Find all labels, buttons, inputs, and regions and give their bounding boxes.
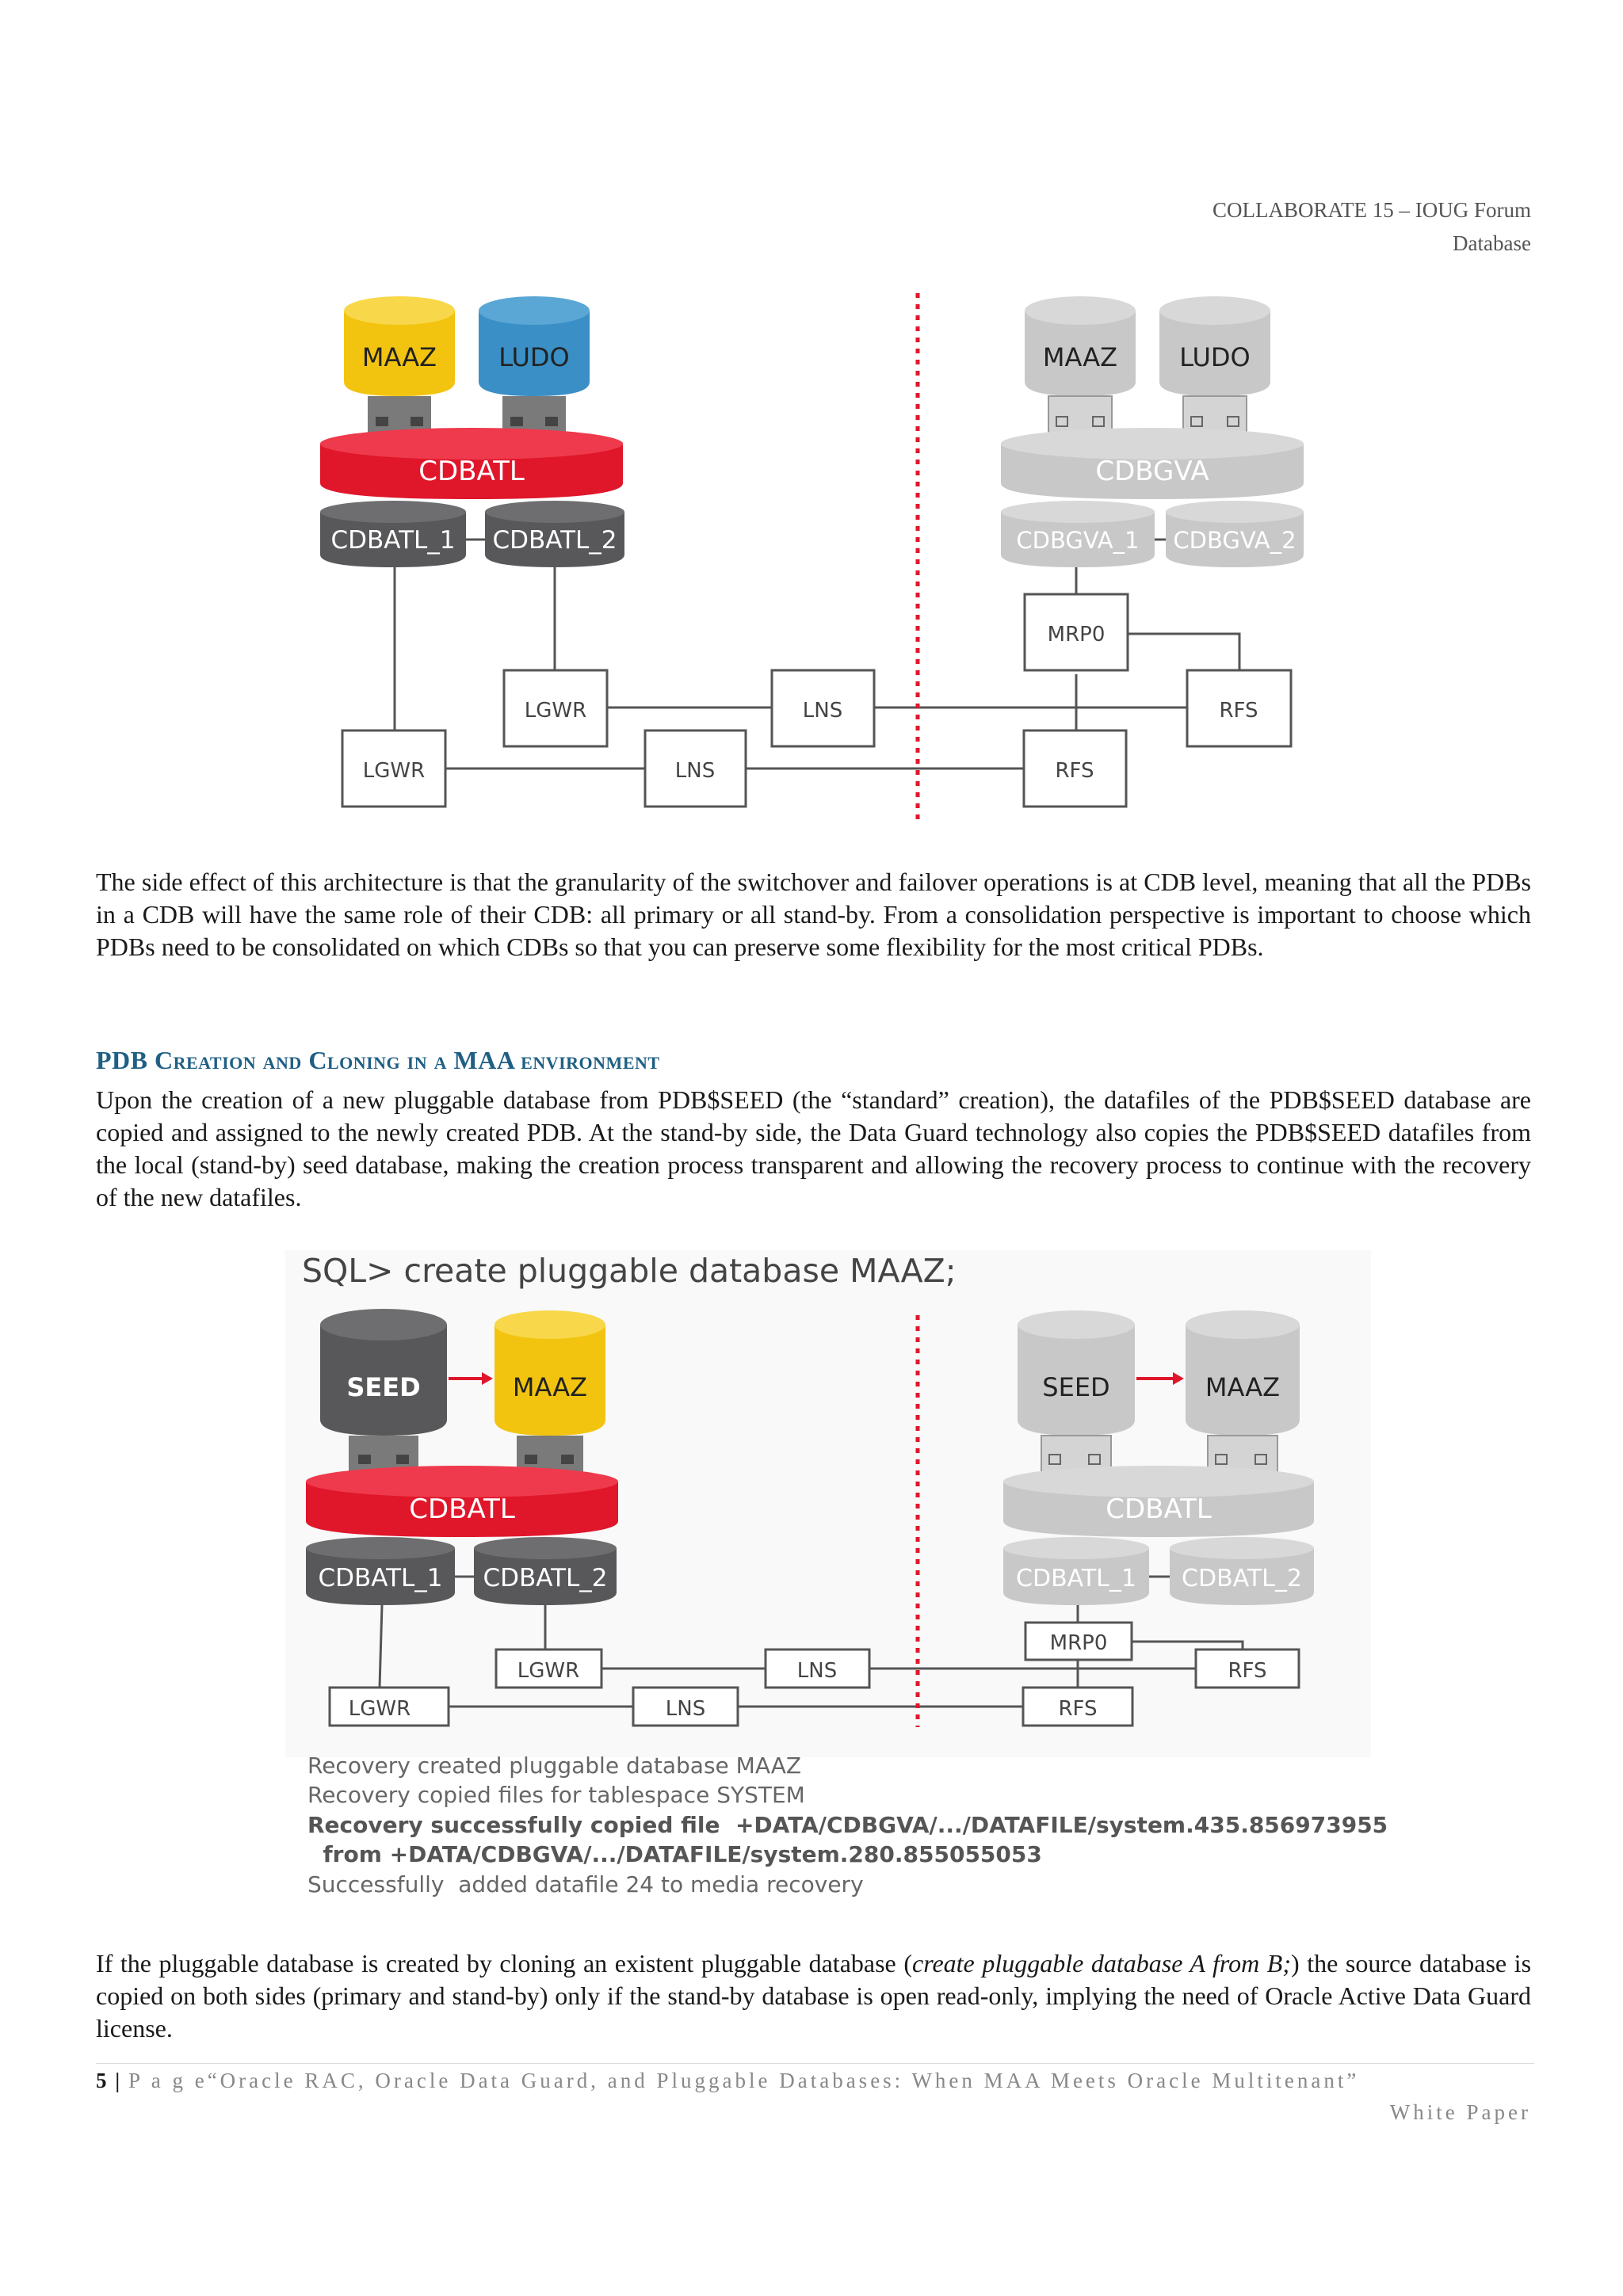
svg-text:LGWR: LGWR — [517, 1659, 579, 1683]
svg-text:MRP0: MRP0 — [1050, 1631, 1108, 1655]
process-box-lns: LNS — [643, 729, 747, 808]
pdb-cylinder-maaz: MAAZ — [495, 1310, 605, 1474]
pdb-cylinder-ludo: LUDO — [479, 296, 590, 436]
svg-text:RFS: RFS — [1055, 759, 1094, 783]
log-line: Recovery created pluggable database MAAZ — [307, 1753, 802, 1779]
log-line: Recovery copied files for tablespace SYS… — [307, 1782, 805, 1808]
pdb-cylinder-ludo-standby: LUDO — [1159, 296, 1270, 437]
cdb-cylinder-cdbatl: CDBATL — [320, 428, 623, 499]
svg-text:RFS: RFS — [1228, 1659, 1266, 1683]
svg-text:MAAZ: MAAZ — [1043, 342, 1117, 372]
log-line-bold: from +DATA/CDBGVA/.../DATAFILE/system.28… — [307, 1841, 1042, 1867]
log-line: Successfully added datafile 24 to media … — [307, 1871, 864, 1897]
svg-text:CDBATL_1: CDBATL_1 — [318, 1564, 442, 1592]
seed-cylinder: SEED — [320, 1309, 447, 1474]
svg-text:CDBATL: CDBATL — [418, 456, 525, 487]
diagram-architecture: MAAZ LUDO CDBATL CDBATL_1 CDBATL_2 — [320, 293, 1304, 819]
page-number: 5 — [96, 2069, 107, 2092]
instance-cylinder: CDBATL_2 — [1170, 1537, 1314, 1605]
pdb-cylinder-maaz: MAAZ — [344, 296, 455, 436]
process-box-lns: LNS — [770, 669, 876, 748]
process-box-rfs: RFS — [1194, 1648, 1300, 1689]
instance-cylinder: CDBATL_1 — [306, 1537, 455, 1605]
svg-text:MRP0: MRP0 — [1048, 623, 1106, 646]
svg-text:LGWR: LGWR — [363, 759, 425, 783]
instance-cylinder: CDBATL_2 — [474, 1537, 617, 1605]
paragraph-pdb-creation: Upon the creation of a new pluggable dat… — [96, 1085, 1531, 1211]
process-box-mrp0: MRP0 — [1024, 1621, 1133, 1661]
svg-text:CDBGVA_2: CDBGVA_2 — [1173, 527, 1296, 554]
svg-text:CDBATL_2: CDBATL_2 — [1182, 1565, 1302, 1592]
header-conference: COLLABORATE 15 – IOUG Forum — [1212, 198, 1531, 222]
paragraph-side-effect: The side effect of this architecture is … — [96, 868, 1531, 961]
svg-text:MAAZ: MAAZ — [1205, 1372, 1280, 1402]
cdb-cylinder-standby: CDBATL — [1003, 1466, 1314, 1537]
process-box-lns: LNS — [632, 1686, 739, 1727]
svg-text:RFS: RFS — [1219, 699, 1258, 723]
paragraph-cloning: If the pluggable database is created by … — [96, 1947, 1531, 2045]
svg-text:CDBGVA: CDBGVA — [1095, 456, 1209, 487]
sql-command: SQL> create pluggable database MAAZ; — [302, 1252, 957, 1290]
diagram-pdb-creation: SQL> create pluggable database MAAZ; SEE… — [285, 1250, 1371, 1757]
instance-cylinder: CDBGVA_1 — [1001, 501, 1155, 567]
cdb-cylinder-cdbgva: CDBGVA — [1001, 428, 1304, 499]
process-box-lgwr: LGWR — [328, 1686, 450, 1727]
svg-text:CDBATL_1: CDBATL_1 — [330, 526, 455, 555]
pdb-label: LUDO — [498, 342, 569, 372]
pdb-cylinder-maaz-standby: MAAZ — [1186, 1310, 1300, 1474]
process-box-lgwr: LGWR — [341, 729, 447, 808]
footer-separator: | — [115, 2069, 120, 2092]
footer-title: “Oracle RAC, Oracle Data Guard, and Plug… — [207, 2069, 1360, 2092]
cdb-cylinder-cdbatl: CDBATL — [306, 1466, 618, 1537]
svg-text:LGWR: LGWR — [349, 1697, 411, 1721]
instance-cylinder: CDBGVA_2 — [1166, 501, 1304, 567]
seed-cylinder-standby: SEED — [1018, 1310, 1135, 1474]
paragraph-text: If the pluggable database is created by … — [96, 1949, 912, 1978]
instance-cylinder: CDBATL_1 — [320, 501, 466, 567]
svg-text:LUDO: LUDO — [1179, 342, 1250, 372]
svg-text:LGWR: LGWR — [525, 699, 586, 723]
footer-rule — [96, 2063, 1534, 2064]
sql-example: create pluggable database A from B; — [911, 1949, 1291, 1978]
svg-text:SEED: SEED — [1042, 1372, 1109, 1402]
svg-text:CDBATL: CDBATL — [409, 1493, 515, 1525]
process-box-rfs: RFS — [1186, 669, 1293, 748]
instance-cylinder: CDBATL_2 — [485, 501, 624, 567]
process-box-lgwr: LGWR — [502, 669, 609, 748]
svg-text:CDBATL_2: CDBATL_2 — [492, 526, 617, 555]
page-label: P a g e — [128, 2069, 208, 2092]
pdb-cylinder-maaz-standby: MAAZ — [1025, 296, 1136, 437]
svg-text:MAAZ: MAAZ — [513, 1372, 587, 1402]
process-box-rfs: RFS — [1022, 1686, 1134, 1727]
log-line-bold: Recovery successfully copied file +DATA/… — [307, 1812, 1388, 1838]
process-box-lns: LNS — [764, 1648, 871, 1689]
svg-text:RFS: RFS — [1058, 1697, 1097, 1721]
process-box-lgwr: LGWR — [495, 1648, 603, 1689]
svg-text:CDBATL_2: CDBATL_2 — [483, 1564, 607, 1592]
pdb-label: MAAZ — [362, 342, 437, 372]
instance-cylinder: CDBATL_1 — [1003, 1537, 1149, 1605]
svg-text:LNS: LNS — [797, 1659, 837, 1683]
svg-text:SEED: SEED — [346, 1372, 420, 1402]
process-box-mrp0: MRP0 — [1023, 593, 1129, 672]
paragraph-text: ) the source database is copied on both … — [96, 1949, 1532, 2042]
footer-doc-type: White Paper — [1389, 2100, 1531, 2124]
process-box-rfs: RFS — [1022, 729, 1128, 808]
svg-text:CDBATL_1: CDBATL_1 — [1016, 1565, 1136, 1592]
svg-text:LNS: LNS — [803, 699, 842, 723]
svg-text:CDBGVA_1: CDBGVA_1 — [1016, 527, 1139, 554]
svg-text:LNS: LNS — [666, 1697, 705, 1721]
header-category: Database — [1453, 231, 1531, 255]
svg-text:CDBATL: CDBATL — [1106, 1493, 1212, 1525]
section-heading: PDB Creation and Cloning in a MAA enviro… — [96, 1046, 660, 1074]
svg-text:LNS: LNS — [675, 759, 715, 783]
footer: 5 | P a g e“Oracle RAC, Oracle Data Guar… — [96, 2069, 1359, 2093]
